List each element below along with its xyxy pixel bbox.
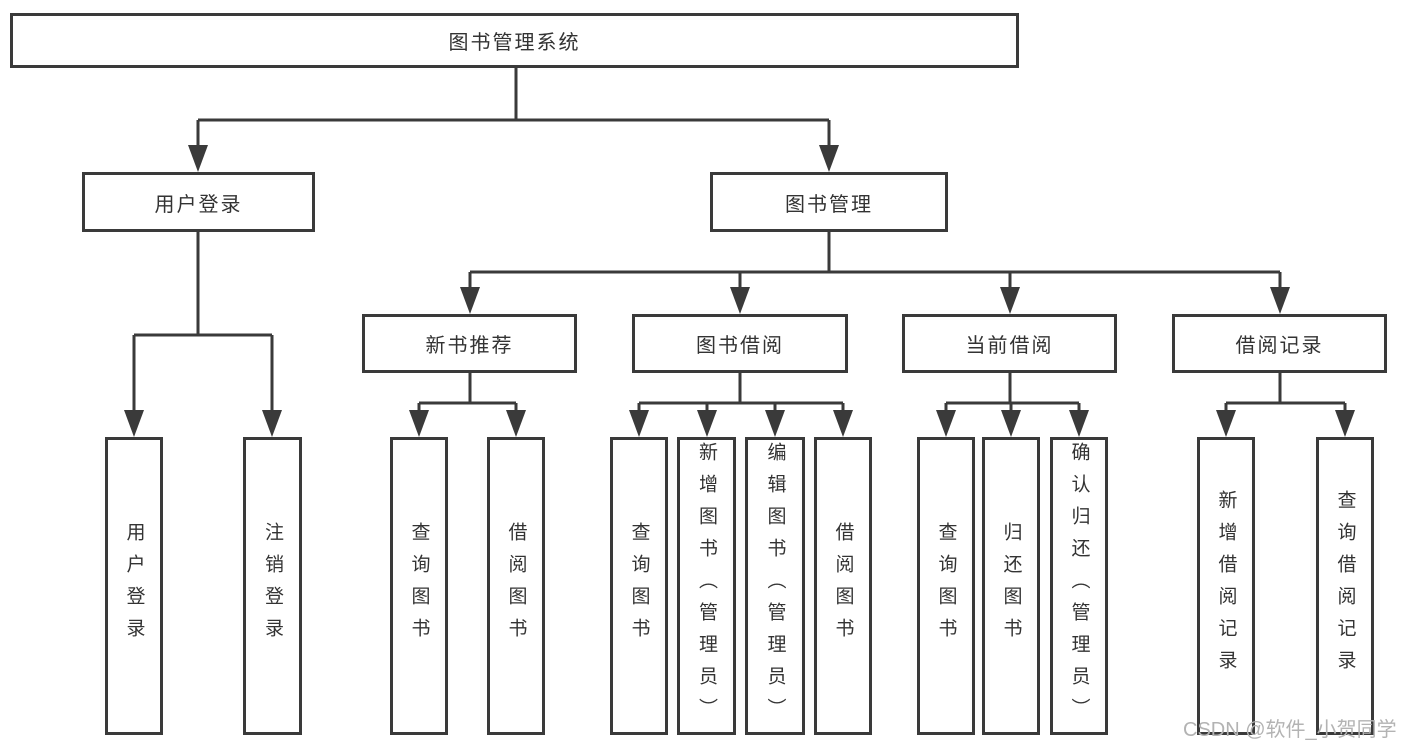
leaf-user-login: 用户登录 bbox=[105, 437, 163, 735]
connector-bookmgmt-to-level3 bbox=[460, 232, 1290, 314]
leaf-add-books-admin: 新增图书（管理员） bbox=[677, 437, 736, 735]
connector-userlogin-to-leaves bbox=[124, 232, 282, 437]
leaf-borrow-books-rec: 借阅图书 bbox=[487, 437, 545, 735]
csdn-watermark: CSDN @软件_小贺同学 bbox=[1183, 719, 1397, 741]
leaf-add-borrow-record: 新增借阅记录 bbox=[1197, 437, 1255, 735]
leaf-query-books-rec: 查询图书 bbox=[390, 437, 448, 735]
connector-borrowrecords-to-leaves bbox=[1216, 373, 1355, 437]
leaf-return-books: 归还图书 bbox=[982, 437, 1040, 735]
leaf-query-books-current: 查询图书 bbox=[917, 437, 975, 735]
connector-newbookrec-to-leaves bbox=[409, 373, 526, 437]
node-book-borrowing: 图书借阅 bbox=[632, 314, 848, 373]
node-new-book-recommend: 新书推荐 bbox=[362, 314, 577, 373]
leaf-query-books-borrow: 查询图书 bbox=[610, 437, 668, 735]
leaf-logout: 注销登录 bbox=[243, 437, 302, 735]
leaf-edit-books-admin: 编辑图书（管理员） bbox=[745, 437, 805, 735]
node-current-borrowing: 当前借阅 bbox=[902, 314, 1117, 373]
leaf-query-borrow-record: 查询借阅记录 bbox=[1316, 437, 1374, 735]
leaf-borrow-books: 借阅图书 bbox=[814, 437, 872, 735]
node-book-management: 图书管理 bbox=[710, 172, 948, 232]
connector-bookborrow-to-leaves bbox=[629, 373, 853, 437]
leaf-confirm-return-admin: 确认归还（管理员） bbox=[1050, 437, 1108, 735]
connector-root-to-level2 bbox=[188, 68, 839, 172]
node-borrowing-records: 借阅记录 bbox=[1172, 314, 1387, 373]
node-library-management-system: 图书管理系统 bbox=[10, 13, 1019, 68]
node-user-login: 用户登录 bbox=[82, 172, 315, 232]
connector-currentborrow-to-leaves bbox=[936, 373, 1089, 437]
